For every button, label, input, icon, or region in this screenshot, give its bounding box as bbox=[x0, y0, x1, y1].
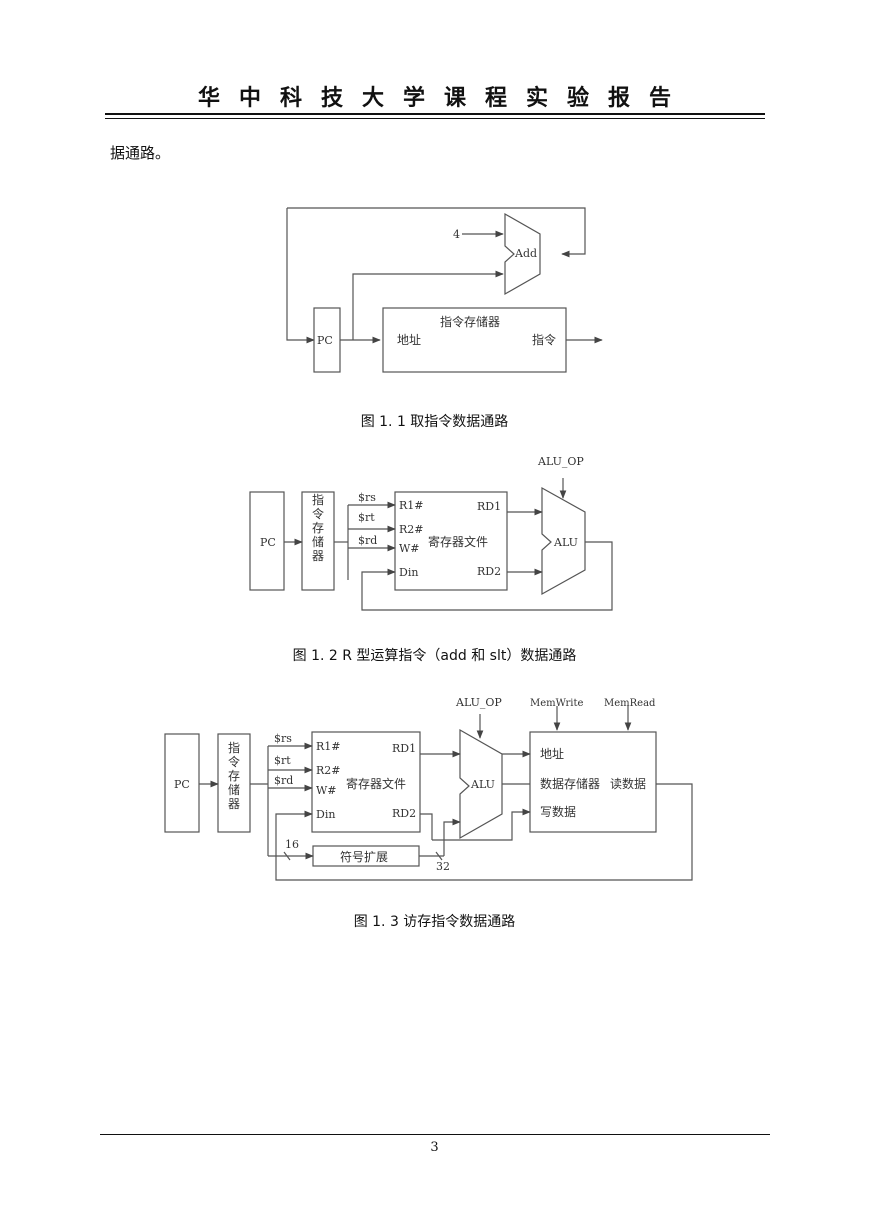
fig1-label-instruction-memory: 指令存储器 bbox=[440, 314, 500, 329]
fig3-label-din: Din bbox=[316, 808, 335, 821]
fig3-label-pc: PC bbox=[174, 778, 190, 791]
intro-text: 据通路。 bbox=[110, 144, 171, 162]
fig3-label-rd: $rd bbox=[274, 774, 293, 787]
fig2-label-pc: PC bbox=[260, 536, 276, 549]
header-rule-thin bbox=[105, 118, 765, 119]
fig2-label-register-file: 寄存器文件 bbox=[428, 534, 488, 549]
fig3-label-data-memory: 数据存储器 bbox=[540, 776, 600, 791]
fig2-label-rt: $rt bbox=[358, 511, 375, 524]
fig3-label-instruction-memory: 指令存储器 bbox=[228, 740, 240, 811]
fig3-label-width-32: 32 bbox=[436, 860, 450, 873]
fig2-label-din: Din bbox=[399, 566, 418, 579]
footer-rule bbox=[100, 1134, 770, 1135]
fig3-label-sign-extend: 符号扩展 bbox=[340, 849, 388, 864]
fig1-label-instruction: 指令 bbox=[532, 332, 556, 347]
figure-1-diagram: 4 Add PC 指令存储器 地址 指令 bbox=[286, 207, 603, 373]
fig1-label-pc: PC bbox=[317, 334, 333, 347]
fig2-label-rd1: RD1 bbox=[477, 500, 501, 513]
fig1-label-4: 4 bbox=[453, 228, 460, 241]
fig3-label-rt: $rt bbox=[274, 754, 291, 767]
fig2-label-r2: R2# bbox=[399, 523, 424, 536]
page-number: 3 bbox=[430, 1140, 439, 1155]
fig3-label-read-data: 读数据 bbox=[610, 776, 646, 791]
fig2-label-alu-op: ALU_OP bbox=[537, 455, 584, 468]
fig3-label-write-data: 写数据 bbox=[540, 804, 576, 819]
figure-3-diagram: PC 指令存储器 $rs $rt $rd R1# R2# W# Din 寄存器文… bbox=[164, 696, 693, 881]
fig3-label-rd2: RD2 bbox=[392, 807, 416, 820]
fig3-label-rd1: RD1 bbox=[392, 742, 416, 755]
fig2-label-w: W# bbox=[399, 542, 420, 555]
fig3-label-r2: R2# bbox=[316, 764, 341, 777]
fig2-label-rs: $rs bbox=[358, 491, 376, 504]
fig3-label-memwrite: MemWrite bbox=[530, 698, 583, 709]
fig3-label-address: 地址 bbox=[540, 747, 564, 761]
page-header-title: 华中科技大学课程实验报告 bbox=[197, 86, 690, 111]
fig2-label-rd2: RD2 bbox=[477, 565, 501, 578]
fig1-label-address: 地址 bbox=[397, 333, 421, 347]
fig3-label-r1: R1# bbox=[316, 740, 341, 753]
header-rule-thick bbox=[105, 113, 765, 115]
fig3-label-alu-op: ALU_OP bbox=[455, 696, 502, 709]
fig3-label-register-file: 寄存器文件 bbox=[346, 776, 406, 791]
figure-3-caption: 图 1. 3 访存指令数据通路 bbox=[353, 914, 516, 930]
fig1-label-add: Add bbox=[514, 247, 537, 260]
figure-1-caption: 图 1. 1 取指令数据通路 bbox=[360, 414, 509, 430]
fig2-label-r1: R1# bbox=[399, 499, 424, 512]
fig2-label-rd: $rd bbox=[358, 534, 377, 547]
fig3-label-rs: $rs bbox=[274, 732, 292, 745]
fig2-label-alu: ALU bbox=[553, 536, 578, 549]
figure-2-diagram: PC 指令存储器 $rs $rt $rd R1# R2# W# Din 寄存器文… bbox=[249, 455, 613, 611]
fig3-label-alu: ALU bbox=[470, 778, 495, 791]
fig2-label-instruction-memory: 指令存储器 bbox=[312, 492, 324, 563]
fig3-label-memread: MemRead bbox=[604, 698, 656, 709]
fig3-label-width-16: 16 bbox=[285, 838, 299, 851]
fig3-label-w: W# bbox=[316, 784, 337, 797]
figure-2-caption: 图 1. 2 R 型运算指令（add 和 slt）数据通路 bbox=[292, 648, 577, 664]
